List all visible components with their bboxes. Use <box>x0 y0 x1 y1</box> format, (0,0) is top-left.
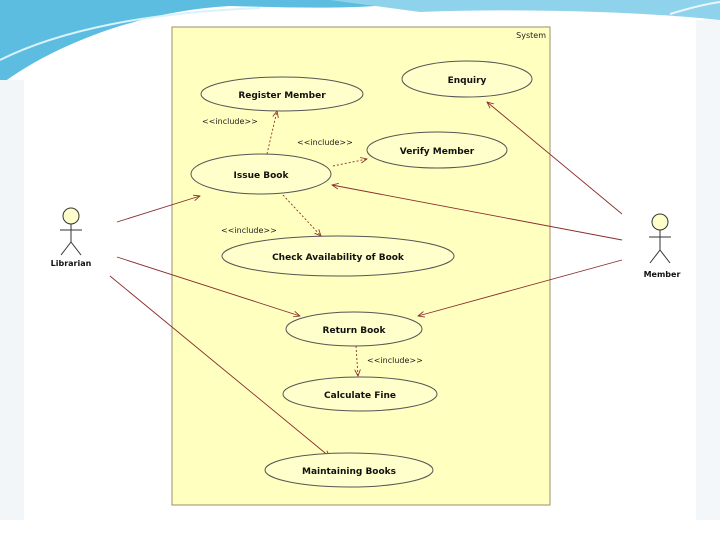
member-label: Member <box>644 270 681 279</box>
assoc-member-return-book <box>418 259 623 316</box>
include-issue-register <box>266 111 277 155</box>
top-left-swoosh-highlight <box>0 7 261 61</box>
use-case-check-availability[interactable]: Check Availability of Book <box>221 235 455 277</box>
left-edge-strip <box>0 80 24 520</box>
librarian-head <box>62 207 80 225</box>
librarian-right-leg <box>70 241 82 256</box>
calculate-fine-label: Calculate Fine <box>324 391 396 401</box>
assoc-librarian-return-book <box>116 256 300 316</box>
use-case-enquiry[interactable]: Enquiry <box>401 60 533 98</box>
use-case-issue-book[interactable]: Issue Book <box>190 153 332 195</box>
verify-member-label: Verify Member <box>400 147 475 157</box>
register-member-label: Register Member <box>238 91 326 101</box>
use-case-calculate-fine[interactable]: Calculate Fine <box>282 376 438 412</box>
actor-librarian[interactable]: Librarian <box>51 207 92 268</box>
actor-member[interactable]: Member <box>644 213 681 279</box>
issue-book-label: Issue Book <box>234 171 290 181</box>
include-return-fine <box>356 345 358 376</box>
librarian-left-leg <box>60 241 72 256</box>
assoc-librarian-issue-book <box>116 196 200 223</box>
include-issue-check <box>282 194 321 236</box>
right-edge-strip <box>696 20 720 520</box>
top-left-swoosh <box>0 0 420 85</box>
include-label-fine: <<include>> <box>367 356 423 365</box>
top-right-swoosh <box>330 0 720 20</box>
include-issue-verify <box>332 159 367 167</box>
member-left-leg <box>649 249 661 264</box>
check-availability-label: Check Availability of Book <box>272 253 405 263</box>
member-right-leg <box>659 249 671 264</box>
include-label-verify: <<include>> <box>297 138 353 147</box>
assoc-librarian-maintaining-books <box>109 275 330 457</box>
assoc-member-issue-book <box>332 185 623 241</box>
include-label-register: <<include>> <box>202 117 258 126</box>
use-case-maintaining-books[interactable]: Maintaining Books <box>264 452 434 488</box>
member-head <box>651 213 669 231</box>
use-case-register-member[interactable]: Register Member <box>200 76 364 112</box>
maintaining-books-label: Maintaining Books <box>302 467 396 477</box>
top-right-swoosh-highlight <box>669 1 720 15</box>
enquiry-label: Enquiry <box>448 76 487 86</box>
use-case-return-book[interactable]: Return Book <box>285 311 423 347</box>
use-case-verify-member[interactable]: Verify Member <box>366 131 508 169</box>
include-label-check: <<include>> <box>221 226 277 235</box>
librarian-label: Librarian <box>51 259 92 268</box>
return-book-label: Return Book <box>323 326 387 336</box>
assoc-member-enquiry <box>487 102 623 215</box>
system-label: System <box>516 31 546 40</box>
